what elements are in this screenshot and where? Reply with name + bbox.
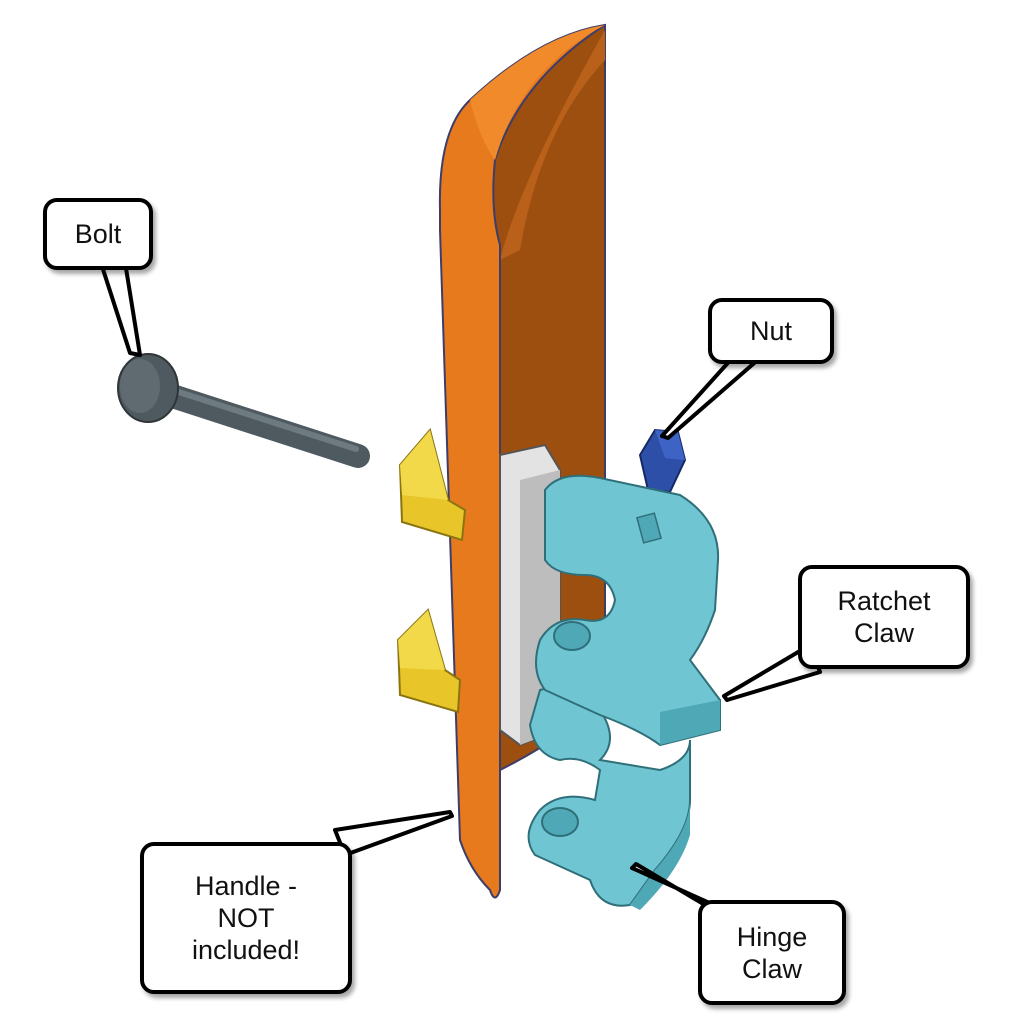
handle-label: Handle - NOT included!: [191, 871, 301, 965]
wedge-lower: [396, 608, 462, 714]
wedge-upper: [398, 427, 467, 542]
bolt-label: Bolt: [74, 219, 122, 249]
ratchet-claw-part: [535, 474, 721, 747]
handle-callout: Handle - NOT included!: [140, 842, 352, 994]
handle-pointer: [333, 810, 454, 857]
ratchet-claw-callout: Ratchet Claw: [798, 565, 970, 669]
nut-part: [638, 428, 687, 494]
nut-label: Nut: [749, 316, 793, 346]
hinge-claw-label: Hinge Claw: [736, 921, 808, 984]
nut-callout: Nut: [708, 298, 834, 364]
bolt-callout: Bolt: [43, 198, 153, 270]
bolt-part: [117, 353, 370, 468]
ratchet-claw-label: Ratchet Claw: [837, 586, 931, 648]
hinge-claw-part: [527, 686, 691, 910]
nut-pointer: [660, 353, 762, 440]
hinge-claw-callout: Hinge Claw: [698, 900, 846, 1005]
bolt-pointer: [98, 258, 142, 357]
